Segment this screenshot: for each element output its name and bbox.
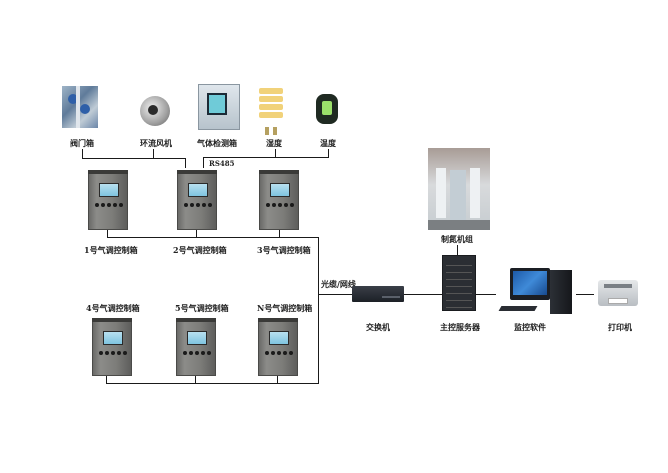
humidity-label: 湿度 xyxy=(266,138,282,148)
control-cabinet-5 xyxy=(176,318,216,376)
pc-tower-image xyxy=(550,270,572,314)
line-left-bus xyxy=(82,158,186,159)
line-top-row-bus xyxy=(107,237,319,238)
cabinet-n-label: N号气调控制箱 xyxy=(257,303,313,313)
line-cab2-drop xyxy=(196,229,197,237)
cabinet-3-label: 3号气调控制箱 xyxy=(257,245,311,255)
line-temp-down xyxy=(328,149,329,157)
valve-box-label: 阀门箱 xyxy=(70,138,94,148)
cabinet-4-label: 4号气调控制箱 xyxy=(86,303,140,313)
switch-label: 交换机 xyxy=(366,322,390,332)
keyboard-image xyxy=(498,306,538,311)
line-valve-down xyxy=(82,149,83,158)
gas-detector-image xyxy=(198,84,240,130)
nitrogen-unit-label: 制氮机组 xyxy=(441,234,473,244)
line-bottom-row-bus xyxy=(106,383,319,384)
printer-label: 打印机 xyxy=(608,322,632,332)
gas-detector-label: 气体检测箱 xyxy=(197,138,237,148)
line-cab5-drop xyxy=(195,375,196,383)
network-label: 光缆/网线 xyxy=(321,279,356,289)
printer-image xyxy=(598,280,638,306)
line-left-bus-drop xyxy=(185,158,186,168)
temperature-label: 温度 xyxy=(320,138,336,148)
rs485-label: RS485 xyxy=(209,159,235,168)
control-cabinet-1 xyxy=(88,170,128,230)
nitrogen-unit-image xyxy=(428,148,490,230)
cabinet-5-label: 5号气调控制箱 xyxy=(175,303,229,313)
line-network xyxy=(318,294,496,295)
line-cab1-drop xyxy=(107,229,108,237)
fan-image xyxy=(140,96,170,126)
fan-label: 环流风机 xyxy=(140,138,172,148)
line-cab3-drop xyxy=(279,229,280,237)
humidity-sensor-image xyxy=(259,88,283,135)
switch-image xyxy=(352,286,404,302)
control-cabinet-2 xyxy=(177,170,217,230)
line-trunk xyxy=(318,237,319,384)
line-fan-down xyxy=(153,149,154,158)
monitor-image xyxy=(510,268,550,300)
cabinet-2-label: 2号气调控制箱 xyxy=(173,245,227,255)
valve-box-image xyxy=(62,86,98,128)
server-label: 主控服务器 xyxy=(440,322,480,332)
control-cabinet-3 xyxy=(259,170,299,230)
line-server-nitrogen xyxy=(457,245,458,255)
server-image xyxy=(442,255,476,311)
control-cabinet-n xyxy=(258,318,298,376)
control-cabinet-4 xyxy=(92,318,132,376)
line-pc-printer xyxy=(576,294,594,295)
line-right-bus-drop xyxy=(203,157,204,168)
cabinet-1-label: 1号气调控制箱 xyxy=(84,245,138,255)
line-gas-down xyxy=(275,149,276,157)
line-cab6-drop xyxy=(277,375,278,383)
line-right-bus xyxy=(203,157,329,158)
temperature-sensor-image xyxy=(316,94,338,124)
monitor-label: 监控软件 xyxy=(514,322,546,332)
line-cab4-drop xyxy=(106,375,107,383)
